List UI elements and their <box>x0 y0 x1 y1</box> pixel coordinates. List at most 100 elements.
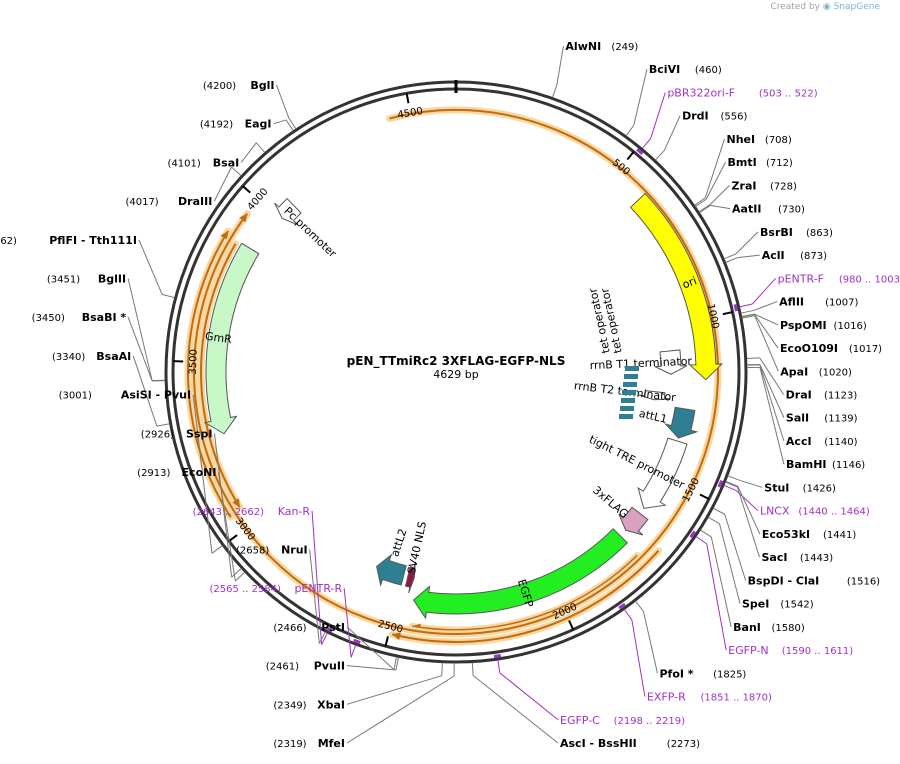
site-tick <box>741 315 755 319</box>
feature-ori <box>629 192 724 381</box>
site-tick <box>725 480 738 487</box>
feature-label-attl2: attL2 <box>388 527 409 558</box>
site-position: (2658) <box>236 545 269 556</box>
site-pentr-r: pENTR-R(2565 .. 2584) <box>210 582 343 595</box>
plasmid-length: 4629 bp <box>433 368 478 381</box>
site-leader <box>735 231 759 255</box>
enzyme-name: PfoI * <box>659 667 693 680</box>
site-position: (1440 .. 1464) <box>798 507 870 518</box>
enzyme-name: BanI <box>733 621 761 634</box>
site-leader <box>751 277 777 305</box>
site-bsabi: BsaBI *(3450) <box>32 311 127 324</box>
site-leader <box>213 433 233 578</box>
site-leader <box>472 675 559 744</box>
site-leader <box>718 523 741 604</box>
site-nrui: NruI(2658) <box>236 543 308 556</box>
enzyme-name: Eco53kI <box>762 528 810 541</box>
ruler-tick <box>699 493 710 500</box>
site-tick <box>285 119 294 131</box>
enzyme-name: BglII <box>98 273 126 286</box>
site-position: (4101) <box>168 158 201 169</box>
site-position: (3001) <box>59 391 92 402</box>
site-eco53ki: Eco53kI(1441) <box>762 528 857 541</box>
orf-arc <box>392 550 660 643</box>
feature-attl2 <box>376 553 407 587</box>
site-pvuii: PvuII(2461) <box>266 660 345 673</box>
site-position: (1851 .. 1870) <box>701 693 773 704</box>
site-tick <box>350 644 357 658</box>
site-leader <box>631 619 646 697</box>
site-drdi: DrdI(556) <box>682 110 747 123</box>
orf-arc-arrowhead <box>220 230 229 240</box>
site-tick <box>694 197 706 206</box>
enzyme-name: AclI <box>762 249 785 262</box>
site-leader <box>556 45 564 86</box>
site-leader <box>753 301 778 311</box>
site-leader <box>704 138 725 199</box>
site-tick <box>552 85 558 98</box>
site-position: (2466) <box>273 623 306 634</box>
ruler-tick <box>228 534 238 542</box>
site-leader <box>127 317 153 382</box>
site-position: (1016) <box>834 321 867 332</box>
enzyme-name: DraI <box>786 389 812 402</box>
site-leader <box>759 357 785 395</box>
primer-name: Kan-R <box>278 505 311 518</box>
enzyme-name: BsaAI <box>96 350 131 363</box>
site-leader <box>192 394 213 554</box>
site-tick <box>318 631 326 644</box>
site-leader <box>737 254 760 259</box>
site-drai: DraI(1123) <box>786 389 858 402</box>
ruler-tick-label: 3000 <box>233 516 257 543</box>
primer-name: pENTR-R <box>294 582 342 595</box>
site-position: (712) <box>766 158 793 169</box>
site-leader <box>633 69 648 126</box>
site-leader <box>127 278 153 381</box>
site-tick <box>471 662 474 676</box>
enzyme-name: EagI <box>245 118 272 131</box>
site-xbai: XbaI(2349) <box>273 698 345 711</box>
site-position: (1139) <box>824 414 857 425</box>
site-sspi: SspI(2926) <box>141 427 213 440</box>
primer-name: EXFP-R <box>647 691 686 704</box>
site-leader <box>311 510 323 645</box>
site-spei: SpeI(1542) <box>742 598 814 611</box>
site-leader <box>710 204 731 210</box>
site-leader <box>754 314 779 349</box>
plasmid-name: pEN_TTmiRc2 3XFLAG-EGFP-NLS <box>347 354 566 369</box>
site-position: (249) <box>611 42 638 53</box>
site-tick <box>712 507 725 515</box>
site-tick <box>723 484 737 491</box>
site-position: (4192) <box>200 120 233 131</box>
primer-name: pBR322ori-F <box>667 86 735 99</box>
site-position: (2349) <box>273 700 306 711</box>
site-tick <box>234 571 246 582</box>
site-bsai: BsaI (4101) <box>168 156 240 169</box>
site-tick <box>635 600 644 612</box>
site-leader <box>240 142 257 163</box>
site-bani: BanI(1580) <box>733 621 805 634</box>
enzyme-name: PvuII <box>314 660 345 673</box>
site-tick <box>698 204 711 213</box>
primer-mark <box>493 653 502 658</box>
primer-name: EGFP-N <box>728 644 768 657</box>
enzyme-name: BsrBI <box>760 226 793 239</box>
feature-attl1 <box>664 406 699 439</box>
ruler-tick-label: 4500 <box>397 106 424 121</box>
enzyme-name: AlwNI <box>565 40 601 53</box>
site-tick <box>654 150 665 161</box>
enzyme-name: ZraI <box>732 179 757 192</box>
site-position: (2319) <box>273 739 306 750</box>
enzyme-name: PflFI - Tth111I <box>49 234 137 247</box>
site-leader <box>759 364 785 442</box>
site-psti: PstI(2466) <box>273 621 345 634</box>
site-pflfi-tth111i: PflFI - Tth111I(3662) <box>0 234 137 247</box>
feature-label-ori: ori <box>681 274 699 291</box>
enzyme-name: BsaI <box>213 156 239 169</box>
site-leader <box>736 486 760 558</box>
enzyme-name: MfeI <box>318 737 345 750</box>
site-acci: AccI(1140) <box>786 435 858 448</box>
site-tick <box>623 609 633 621</box>
site-leader <box>737 486 761 535</box>
